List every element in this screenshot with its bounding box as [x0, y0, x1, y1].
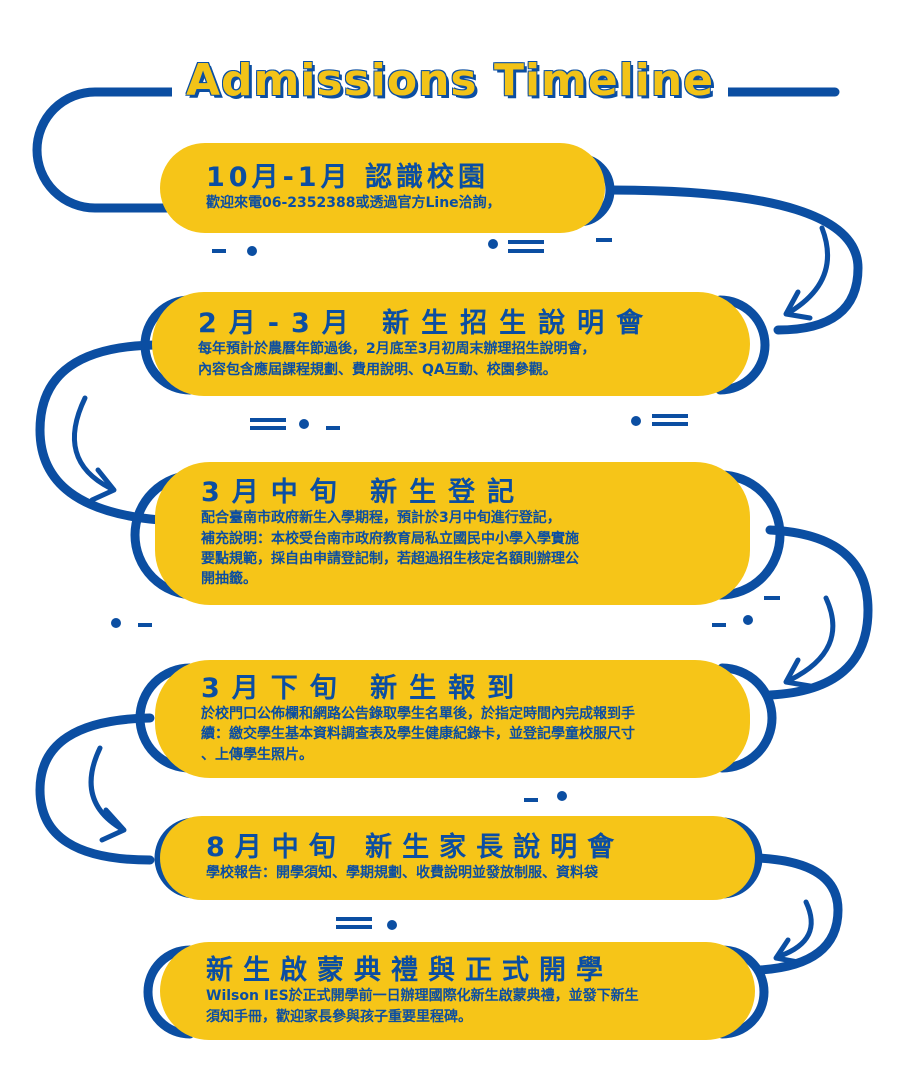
step-6: 新生啟蒙典禮與正式開學 Wilson IES於正式開學前一日辦理國際化新生啟蒙典… [160, 942, 755, 1040]
step-description: 歡迎來電06-2352388或透過官方Line洽詢， [206, 195, 501, 212]
step-description: 配合臺南市政府新生入學期程，預計於3月中旬進行登記， 補充說明：本校受台南市政府… [201, 510, 579, 588]
step-heading: 2月-3月 新生招生說明會 [198, 308, 656, 340]
step-description: 於校門口公佈欄和網路公告錄取學生名單後，於指定時間內完成報到手 續：繳交學生基本… [201, 706, 635, 763]
step-heading: 3月中旬 新生登記 [201, 477, 527, 509]
step-1: 10月-1月 認識校園 歡迎來電06-2352388或透過官方Line洽詢， [160, 143, 605, 233]
step-description: 每年預計於農曆年節過後，2月底至3月初周末辦理招生說明會， 內容包含應屆課程規劃… [198, 341, 596, 378]
step-heading: 新生啟蒙典禮與正式開學 [206, 955, 613, 987]
step-5: 8月中旬 新生家長說明會 學校報告：開學須知、學期規劃、收費說明並發放制服、資料… [160, 816, 755, 900]
step-4: 3月下旬 新生報到 於校門口公佈欄和網路公告錄取學生名單後，於指定時間內完成報到… [155, 660, 750, 778]
step-3: 3月中旬 新生登記 配合臺南市政府新生入學期程，預計於3月中旬進行登記， 補充說… [155, 462, 750, 605]
step-heading: 8月中旬 新生家長說明會 [206, 832, 625, 864]
step-description: Wilson IES於正式開學前一日辦理國際化新生啟蒙典禮，並發下新生 須知手冊… [206, 988, 639, 1025]
step-heading: 10月-1月 認識校園 [206, 162, 489, 194]
page-title: Admissions Timeline [0, 50, 900, 112]
step-heading: 3月下旬 新生報到 [201, 673, 527, 705]
step-description: 學校報告：開學須知、學期規劃、收費說明並發放制服、資料袋 [206, 865, 598, 882]
step-2: 2月-3月 新生招生說明會 每年預計於農曆年節過後，2月底至3月初周末辦理招生說… [152, 292, 750, 396]
